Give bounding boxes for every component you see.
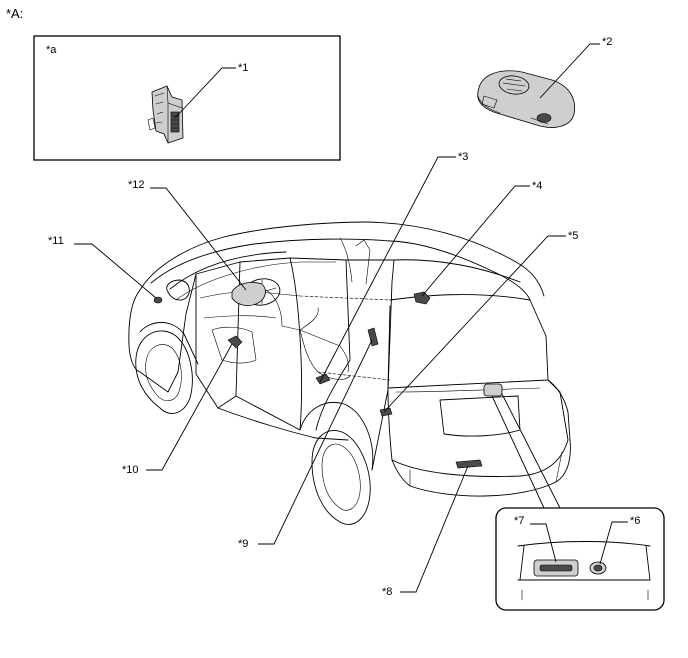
part-back-door-switch: [483, 383, 503, 397]
part-10: [227, 335, 243, 349]
leader-c5: [383, 235, 566, 413]
callout-c5: *5: [568, 230, 578, 242]
callout-c1: *1: [238, 62, 248, 74]
leader-c11: [74, 243, 157, 299]
callout-c4: *4: [532, 180, 542, 192]
part-3: [315, 373, 331, 385]
view-label: *A:: [6, 6, 23, 21]
vehicle-parts: [153, 282, 503, 469]
part-4: [413, 291, 431, 305]
leader-c6: [599, 521, 628, 565]
part-11: [153, 296, 163, 304]
vehicle-outline-icon: [128, 221, 571, 525]
inset-label: *a: [46, 44, 57, 56]
leader-c2: [539, 43, 600, 99]
key-fob-icon: [477, 70, 576, 128]
leader-c10: [146, 343, 233, 471]
leader-c12: [150, 187, 247, 291]
inset-box: *a *1: [33, 35, 341, 161]
leader-c7: [530, 523, 557, 563]
callout-c9: *9: [238, 538, 248, 550]
callout-c2: *2: [602, 36, 612, 48]
leader-c8: [400, 465, 469, 593]
detail-inset: [491, 393, 665, 611]
callout-c6: *6: [630, 515, 640, 527]
callout-c8: *8: [382, 586, 392, 598]
leader-c9: [258, 339, 373, 545]
callout-c7: *7: [514, 515, 524, 527]
leader-c4: [421, 185, 530, 297]
callout-c10: *10: [122, 464, 139, 476]
part-9: [367, 327, 379, 347]
callout-c3: *3: [458, 151, 468, 163]
callout-c11: *11: [48, 235, 64, 247]
part-12: [231, 282, 266, 306]
callout-c12: *12: [128, 179, 145, 191]
leader-c1: [174, 67, 236, 119]
part-8: [455, 459, 483, 469]
ecu-module-icon: [147, 85, 184, 144]
leader-c3: [319, 156, 456, 383]
